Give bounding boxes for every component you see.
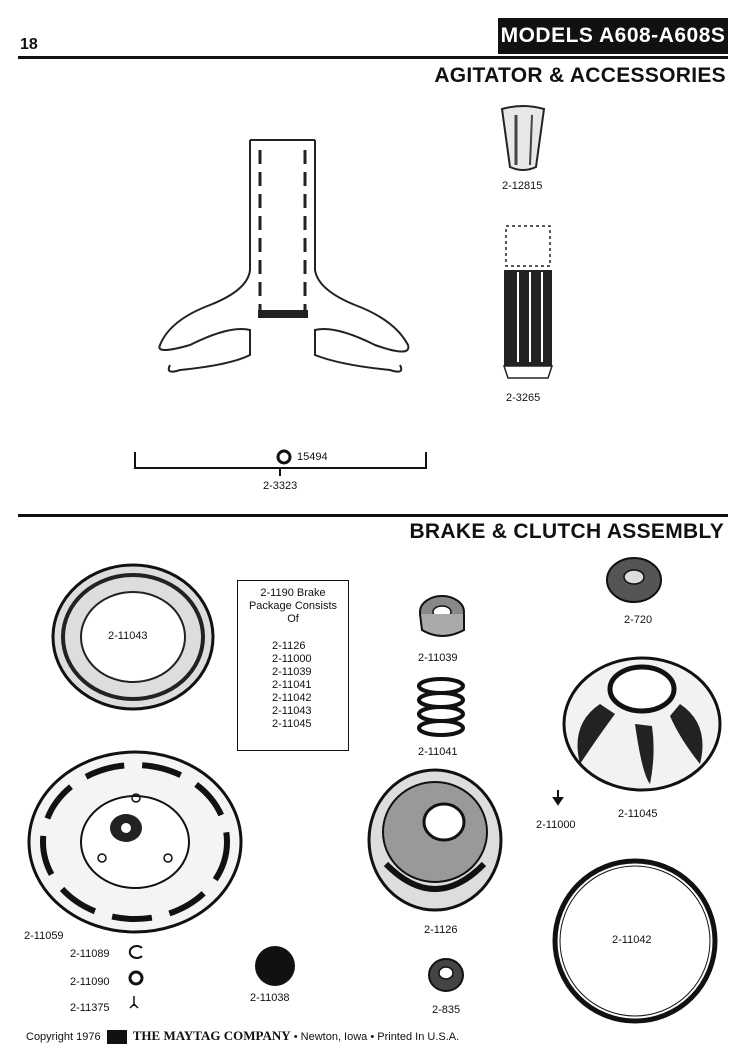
part-label-2-12815: 2-12815 — [502, 180, 543, 192]
part-label-2-11000: 2-11000 — [536, 819, 576, 831]
brake-section-title: BRAKE & CLUTCH ASSEMBLY — [409, 520, 724, 543]
part-2-11039-illustration — [419, 595, 465, 637]
part-2-11375-illustration — [129, 996, 139, 1009]
part-2-11043-illustration — [51, 563, 215, 711]
part-label-2-3265: 2-3265 — [506, 392, 541, 404]
note-item: 2-11043 — [272, 705, 312, 717]
part-2-835-illustration — [428, 958, 464, 992]
brake-package-note: 2-1190 Brake Package Consists Of 2-1126 … — [237, 580, 349, 751]
note-item: 2-1126 — [272, 640, 306, 652]
models-banner: MODELS A608-A608S — [498, 18, 728, 54]
part-label-2-11042: 2-11042 — [612, 934, 652, 946]
part-label-2-835: 2-835 — [432, 1004, 461, 1016]
agitator-illustration — [158, 139, 410, 373]
part-label-2-11041: 2-11041 — [418, 746, 458, 758]
section-rule — [18, 514, 728, 517]
note-item: 2-11042 — [272, 692, 312, 704]
part-2-720-illustration — [606, 557, 662, 603]
assembly-bracket — [134, 449, 427, 476]
part-label-2-11090: 2-11090 — [70, 976, 110, 988]
note-item: 2-11039 — [272, 666, 312, 678]
part-2-11090-illustration — [128, 970, 144, 986]
footer-location: • Newton, Iowa • Printed In U.S.A. — [293, 1031, 460, 1043]
company-name: THE MAYTAG COMPANY — [132, 1028, 291, 1043]
page-number: 18 — [20, 36, 38, 53]
part-label-2-1126: 2-1126 — [424, 924, 458, 936]
part-2-12815-illustration — [500, 105, 546, 171]
part-2-11059-illustration — [27, 750, 243, 934]
part-2-11042-illustration — [552, 858, 718, 1024]
part-2-11038-illustration — [255, 946, 295, 986]
note-item: 2-11000 — [272, 653, 312, 665]
part-label-2-3323: 2-3323 — [263, 480, 298, 492]
part-2-11089-illustration — [128, 945, 143, 959]
part-label-2-11043: 2-11043 — [108, 630, 148, 642]
maytag-logo-icon — [106, 1030, 127, 1045]
part-label-2-11375: 2-11375 — [70, 1002, 110, 1014]
part-label-2-11045: 2-11045 — [618, 808, 658, 820]
part-label-15494: 15494 — [297, 451, 328, 463]
note-item: 2-11045 — [272, 718, 312, 730]
part-2-1126-illustration — [367, 768, 503, 912]
part-label-2-11039: 2-11039 — [418, 652, 458, 664]
part-label-2-11038: 2-11038 — [250, 992, 290, 1004]
part-2-11041-illustration — [417, 677, 465, 737]
part-2-11045-illustration — [562, 656, 722, 792]
note-item: 2-11041 — [272, 679, 312, 691]
agitator-section-title: AGITATOR & ACCESSORIES — [434, 64, 726, 87]
header-rule — [18, 56, 728, 59]
part-label-2-720: 2-720 — [624, 614, 653, 626]
part-2-11000-illustration — [552, 790, 564, 806]
footer: Copyright 1976 THE MAYTAG COMPANY • Newt… — [26, 1028, 460, 1045]
part-label-2-11089: 2-11089 — [70, 948, 110, 960]
note-title: 2-1190 Brake Package Consists Of — [248, 587, 338, 625]
copyright-text: Copyright 1976 — [26, 1031, 101, 1043]
part-label-2-11059: 2-11059 — [24, 930, 64, 942]
part-2-3265-illustration — [502, 225, 554, 379]
